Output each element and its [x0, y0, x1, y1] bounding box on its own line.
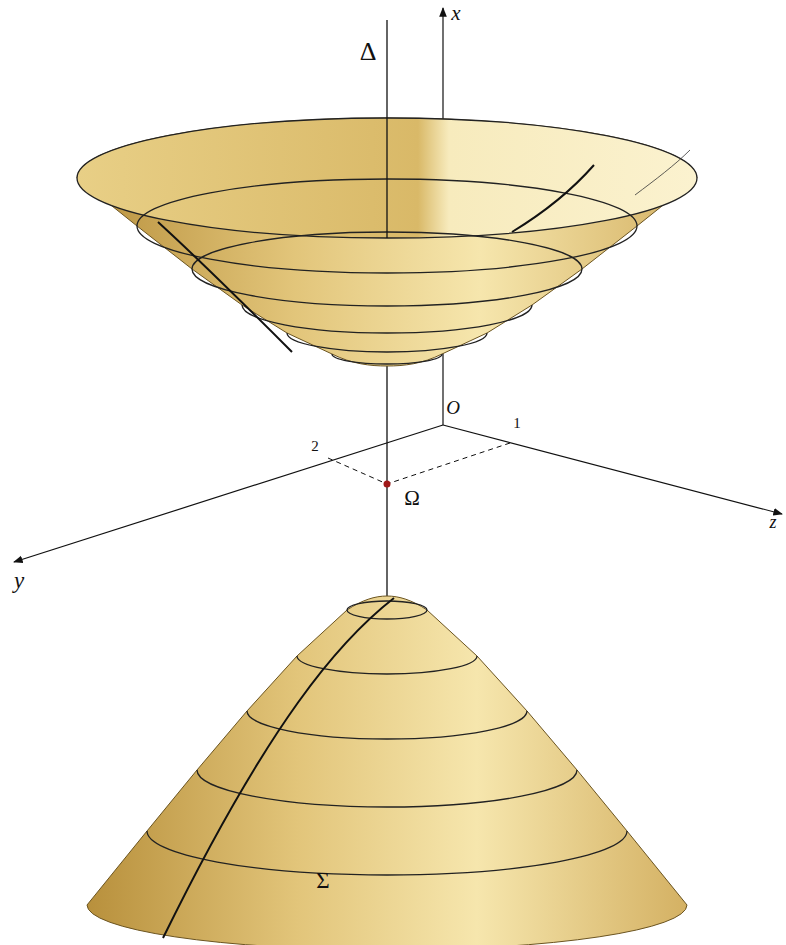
z-axis	[443, 425, 782, 514]
upper-sheet	[77, 20, 697, 366]
axis-label: x	[451, 3, 460, 24]
surface-label: Σ	[316, 869, 329, 892]
tick-number: 1	[513, 416, 521, 431]
point-label: Ω	[404, 488, 420, 509]
axis-label: y	[14, 569, 24, 592]
dashed-guide	[387, 443, 510, 484]
axis-label: z	[769, 513, 776, 531]
lower-sheet	[87, 596, 687, 945]
omega-point	[384, 481, 391, 488]
tick-number: 2	[311, 439, 319, 454]
dashed-guide	[328, 458, 387, 484]
axis-name: Δ	[360, 39, 377, 65]
origin-label: O	[446, 398, 460, 417]
y-axis	[14, 425, 443, 562]
